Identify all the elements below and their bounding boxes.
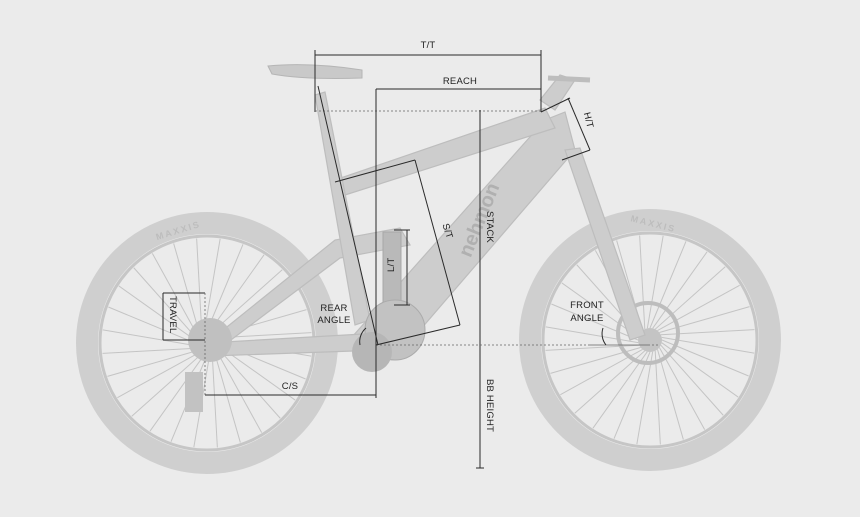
spoke [639, 235, 646, 330]
spoke [551, 303, 639, 341]
spoke [649, 241, 687, 329]
cassette [188, 318, 232, 362]
spoke [658, 347, 706, 430]
head-tube-bottom [561, 149, 591, 161]
label-front-angle-1: FRONT [570, 300, 604, 311]
bb-line [375, 324, 461, 346]
spoke [102, 329, 196, 347]
spoke [117, 351, 200, 399]
spoke [173, 243, 200, 334]
seat-tube-side [414, 159, 461, 326]
spoke [652, 251, 708, 329]
spoke [613, 351, 651, 439]
label-head-tube: H/T [581, 111, 596, 129]
spoke [636, 351, 654, 445]
brake-rotor [616, 301, 680, 365]
front-wheel: MAXXIS [519, 209, 781, 471]
dimension-labels: T/T REACH H/T STACK S/T L/T REAR ANGLE F… [167, 40, 604, 432]
seat-tube-top [334, 159, 416, 183]
spoke [657, 284, 740, 332]
spoke [102, 347, 197, 354]
label-reach: REACH [443, 76, 477, 87]
spoke [211, 269, 283, 333]
spoke [646, 235, 664, 329]
seat-angle-line [317, 85, 379, 346]
spoke [107, 350, 198, 377]
spoke [657, 349, 684, 440]
spoke [545, 326, 639, 344]
spoke [660, 344, 724, 416]
spoke [131, 353, 203, 417]
head-tube-top [540, 97, 571, 113]
spoke [206, 244, 244, 332]
label-chainstay: C/S [282, 381, 298, 392]
head-tube-side [567, 97, 591, 151]
front-rim [541, 231, 759, 449]
label-rear-angle-1: REAR [320, 303, 347, 314]
rear-angle-arc [359, 327, 367, 346]
spoke [211, 353, 218, 448]
front-tyre [519, 209, 781, 471]
spoke [203, 238, 221, 332]
spoke [660, 329, 755, 336]
dimension-lines [162, 50, 660, 469]
chainring [352, 332, 392, 372]
spoke [151, 253, 199, 336]
front-angle-arc [601, 327, 607, 346]
spoke [654, 266, 726, 330]
label-stack: STACK [484, 211, 495, 243]
spoke [592, 351, 648, 429]
spoke [550, 347, 641, 374]
spoke [108, 306, 196, 344]
label-bb-height: BB HEIGHT [484, 379, 495, 432]
label-seat-tube: S/T [440, 222, 455, 240]
spoke [215, 350, 263, 433]
spoke [217, 347, 281, 419]
spoke [209, 254, 265, 332]
handlebar [547, 75, 591, 83]
spoke [149, 354, 205, 432]
label-rear-angle-2: ANGLE [317, 315, 350, 326]
spoke [659, 306, 750, 333]
spoke [654, 350, 661, 445]
label-travel: TRAVEL [167, 296, 178, 333]
label-link-tube: L/T [386, 258, 397, 272]
spoke [118, 285, 196, 341]
fork [564, 147, 646, 341]
label-front-angle-2: ANGLE [570, 313, 603, 324]
spoke [661, 342, 739, 398]
label-top-tube: T/T [421, 40, 436, 51]
spoke [133, 267, 197, 339]
spoke [196, 238, 203, 333]
rear-derailleur [185, 372, 203, 412]
spoke [545, 344, 640, 351]
spoke [214, 352, 241, 443]
